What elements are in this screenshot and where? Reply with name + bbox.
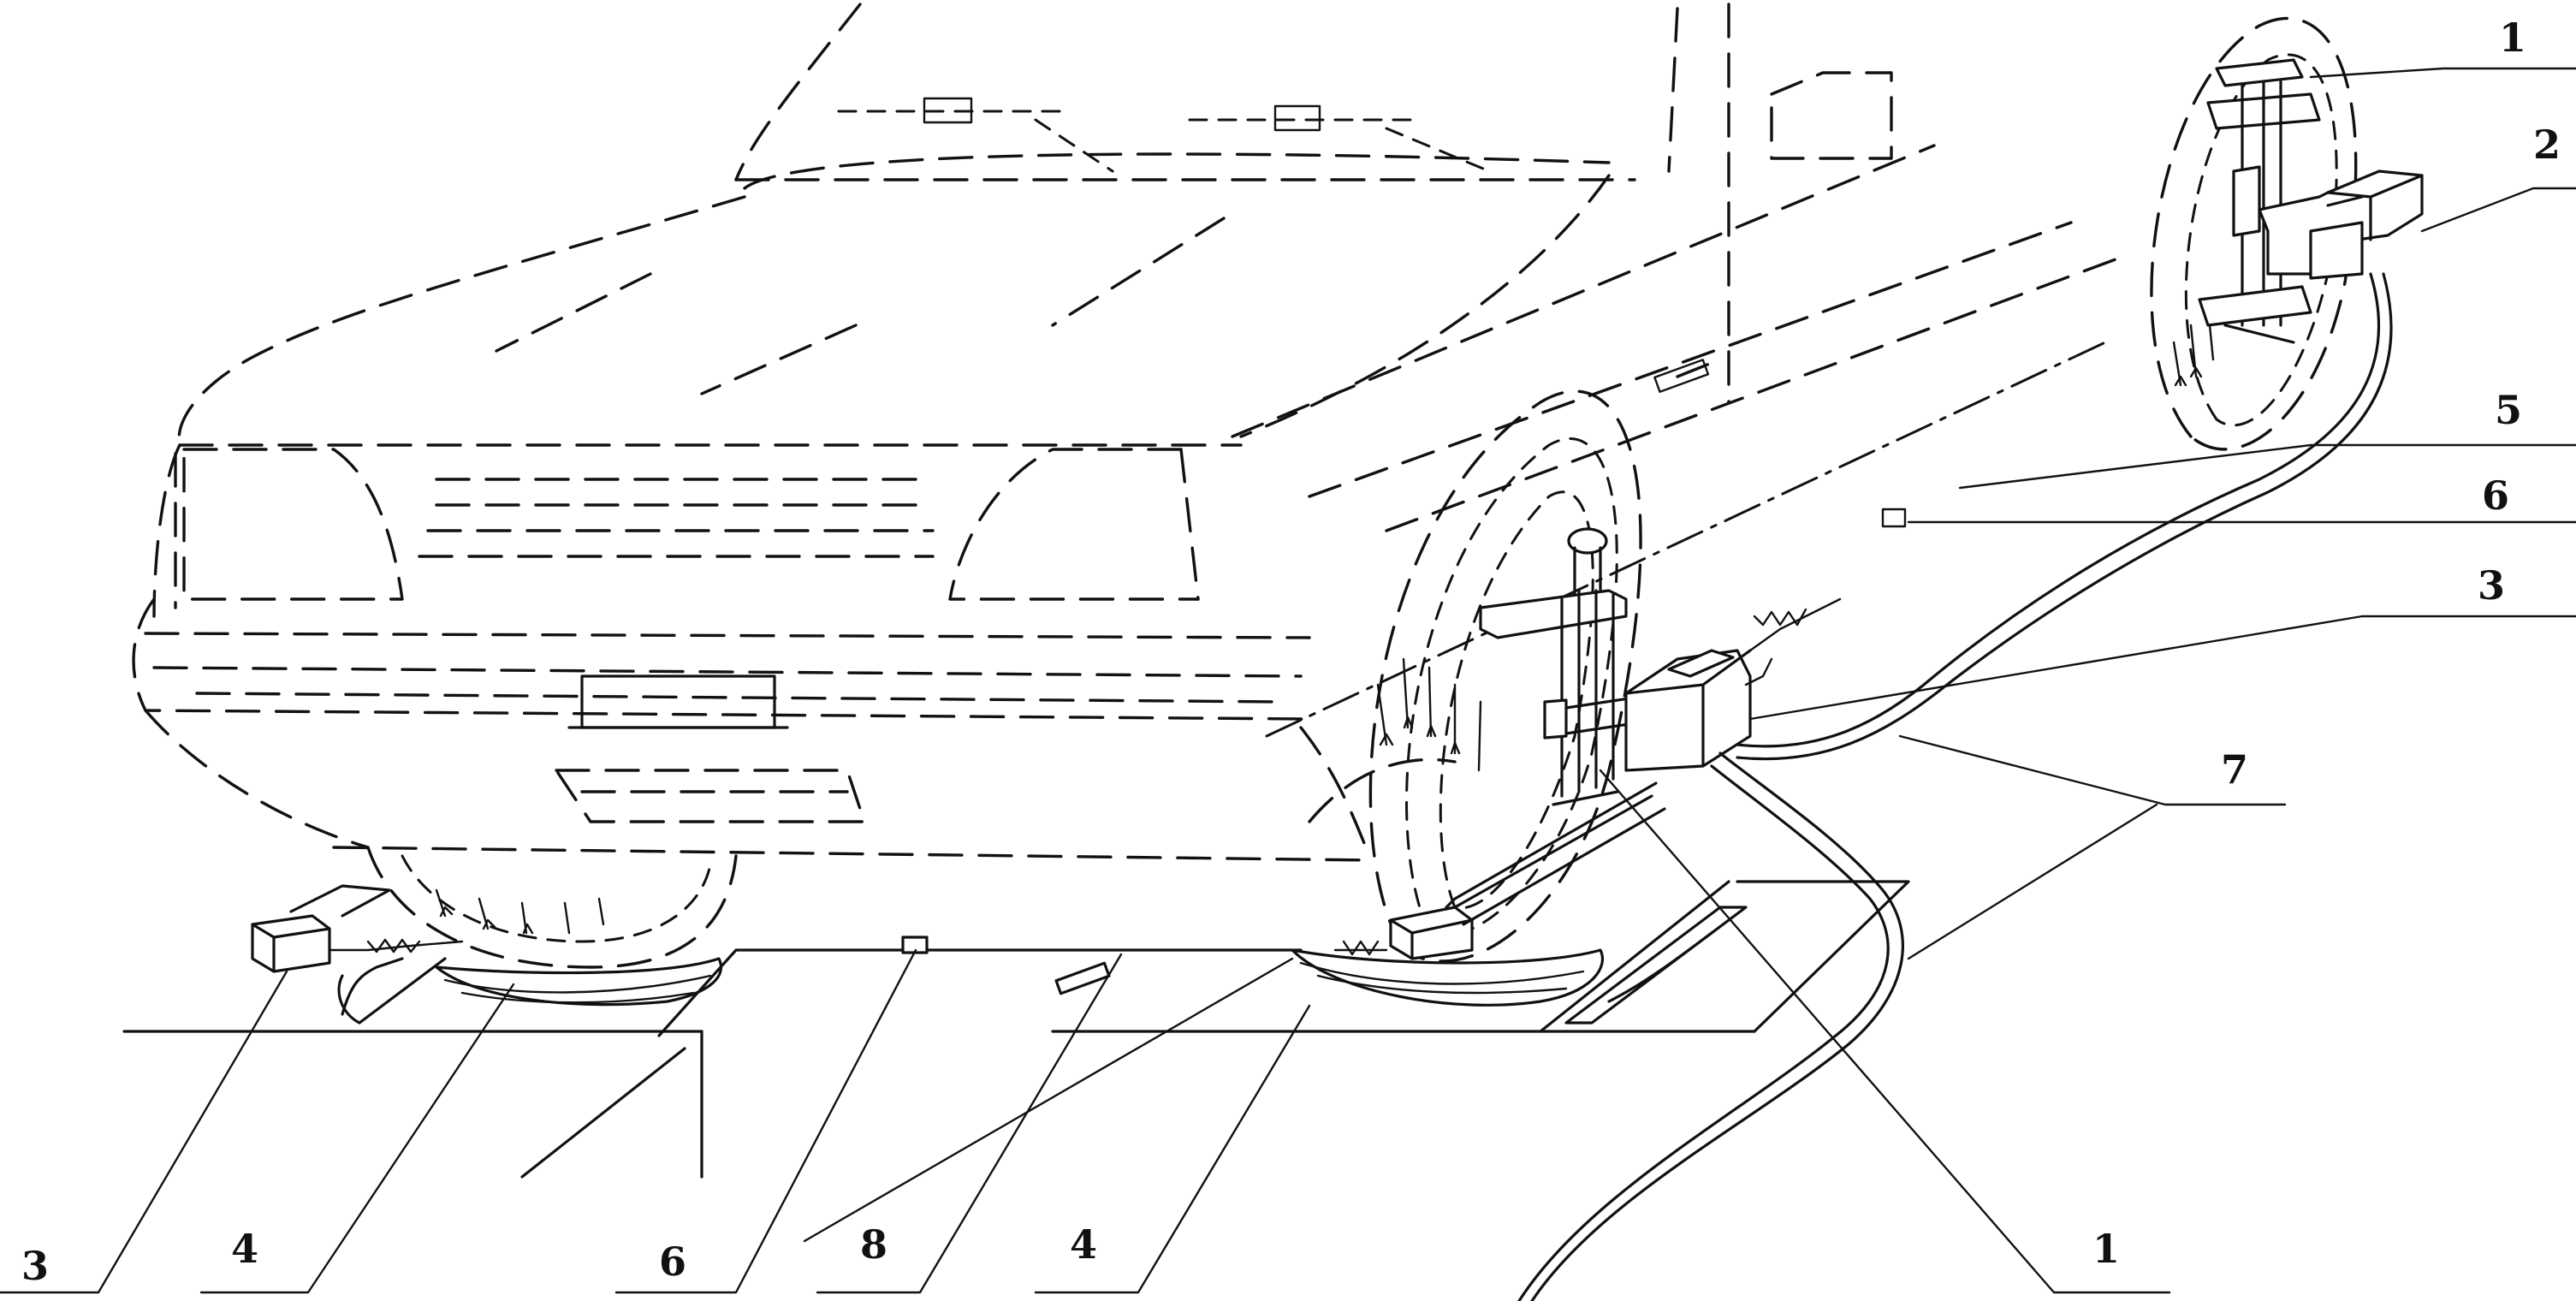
floor-platform [122,880,1910,1179]
callout-4-left: 4 [231,1226,258,1272]
callout-6-bottom: 6 [659,1239,686,1285]
callout-2-top: 2 [2533,122,2561,168]
callout-labels: 1 2 5 6 3 7 3 4 6 8 4 1 [21,15,2561,1289]
leader-lines [0,67,2576,1294]
car-body-outline [132,3,2124,862]
front-right-wheel-clamp [1479,527,1636,806]
rear-right-wheel [2150,16,2358,451]
front-left-wheel [366,846,738,969]
callout-5: 5 [2495,387,2522,433]
front-right-beam [1445,781,1666,926]
front-left-sensor-head [251,884,464,973]
callout-4-mid: 4 [1070,1221,1097,1268]
callout-6-right: 6 [2482,472,2509,519]
callout-7: 7 [2221,746,2248,793]
left-turntable [435,957,723,1007]
front-right-measuring-head [1624,597,1842,772]
callout-1-bottom: 1 [2092,1226,2120,1272]
front-right-lower-sensor-head [1333,906,1474,960]
right-turntable [1291,948,1605,1007]
rear-right-wheel-clamp [2198,58,2321,344]
front-right-wheel [1368,389,1642,963]
callout-3-right: 3 [2478,562,2505,609]
callout-3-bottom: 3 [21,1243,49,1289]
rear-right-measuring-head [2258,169,2424,280]
callout-8: 8 [860,1221,887,1268]
cables [337,272,2393,1301]
callout-1-top: 1 [2499,15,2526,61]
